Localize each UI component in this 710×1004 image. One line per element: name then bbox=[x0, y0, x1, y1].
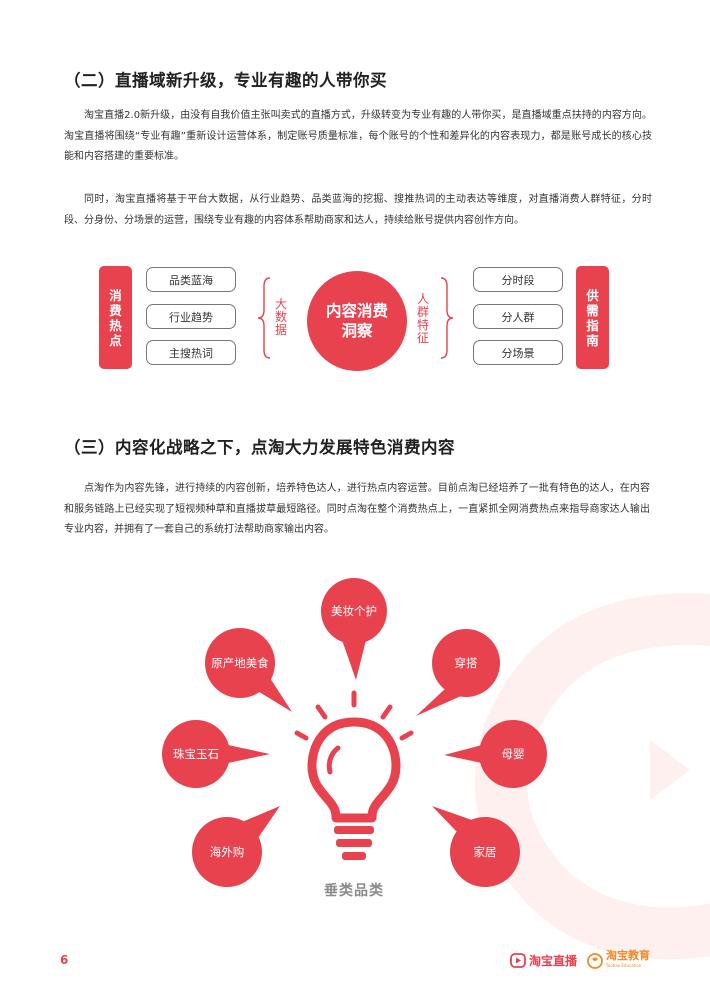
left-brace-icon bbox=[257, 277, 271, 359]
section3-paragraph: 点淘作为内容先锋，进行持续的内容创新，培养特色达人，进行热点内容运营。目前点淘已… bbox=[64, 483, 650, 535]
category-label-clothing: 穿搭 bbox=[454, 656, 478, 670]
category-label-jewelry: 珠宝玉石 bbox=[173, 747, 219, 761]
big-data-label: 大数据 bbox=[274, 297, 287, 337]
taobao-education-text-group: 淘宝教育 Taobao Education bbox=[606, 949, 650, 971]
bubble-baby bbox=[479, 720, 547, 788]
lightbulb-icon bbox=[307, 717, 401, 860]
category-label-baby: 母婴 bbox=[501, 747, 525, 761]
bulb-rays bbox=[294, 690, 414, 741]
page-number: 6 bbox=[60, 953, 69, 967]
right-brace-icon bbox=[440, 277, 454, 359]
pill-industry-trend: 行业趋势 bbox=[146, 304, 236, 329]
taobao-education-logo-subtext: Taobao Education bbox=[606, 963, 642, 968]
bubble-beauty bbox=[321, 578, 387, 644]
pill-time-slot: 分时段 bbox=[473, 267, 563, 292]
pill-scene: 分场景 bbox=[473, 340, 563, 365]
taobao-education-icon bbox=[587, 953, 603, 969]
category-label-home: 家居 bbox=[473, 845, 497, 859]
bubble-clothing bbox=[432, 629, 500, 697]
taobao-live-logo: 淘宝直播 bbox=[510, 952, 577, 969]
bubble-local-food bbox=[205, 628, 275, 698]
bubble-jewelry bbox=[162, 720, 230, 788]
hotspot-label-text: 消费热点 bbox=[109, 287, 122, 348]
supply-demand-label-text: 供需指南 bbox=[586, 287, 599, 348]
section2-title: （二）直播域新升级，专业有趣的人带你买 bbox=[64, 71, 387, 90]
bubble-home bbox=[450, 817, 520, 887]
pill-search-hotwords: 主搜热词 bbox=[146, 340, 236, 365]
category-bubbles bbox=[162, 578, 547, 887]
center-insight-circle: 内容消费洞察 bbox=[307, 271, 407, 371]
taobao-education-logo: 淘宝教育 Taobao Education bbox=[587, 949, 650, 971]
section3-title: （三）内容化战略之下，点淘大力发展特色消费内容 bbox=[64, 438, 455, 457]
category-label-overseas: 海外购 bbox=[209, 845, 245, 859]
taobao-live-logo-text: 淘宝直播 bbox=[529, 954, 578, 968]
supply-demand-label: 供需指南 bbox=[576, 266, 609, 369]
watermark-logo-icon bbox=[475, 593, 710, 960]
taobao-education-logo-text: 淘宝教育 bbox=[606, 949, 650, 962]
section2-paragraph-2: 同时，淘宝直播将基于平台大数据，从行业趋势、品类蓝海的挖掘、搜推热词的主动表达等… bbox=[64, 194, 652, 226]
pill-crowd: 分人群 bbox=[473, 304, 563, 329]
taobao-live-play-icon bbox=[510, 953, 526, 968]
bubble-overseas bbox=[192, 817, 262, 887]
hotspot-label: 消费热点 bbox=[99, 266, 132, 369]
crowd-feature-label: 人群特征 bbox=[416, 292, 429, 345]
center-insight-text: 内容消费洞察 bbox=[325, 302, 388, 340]
category-label-local-food: 原产地美食 bbox=[211, 656, 269, 670]
vertical-category-caption: 垂类品类 bbox=[324, 883, 384, 899]
pill-category-blue-ocean: 品类蓝海 bbox=[146, 267, 236, 292]
section2-paragraph-1: 淘宝直播2.0新升级，由没有自我价值主张叫卖式的直播方式，升级转变为专业有趣的人… bbox=[64, 110, 652, 162]
category-label-beauty: 美妆个护 bbox=[331, 604, 377, 618]
